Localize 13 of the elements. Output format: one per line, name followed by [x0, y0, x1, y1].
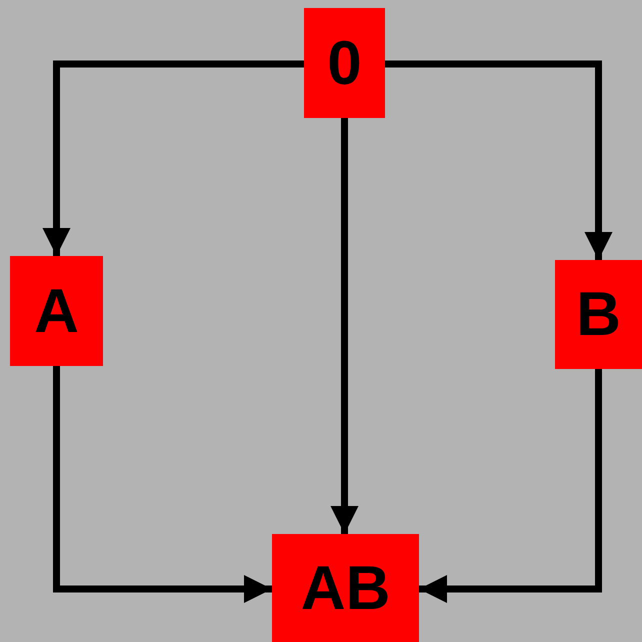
arrow — [385, 60, 612, 260]
node-box — [272, 534, 419, 642]
arrow — [419, 369, 602, 603]
node-box — [555, 260, 642, 369]
node-label: 0 — [327, 28, 362, 98]
arrow — [42, 60, 304, 256]
node-label: A — [34, 276, 79, 346]
node-box — [304, 8, 385, 118]
node-box — [10, 256, 103, 366]
node-label: B — [576, 279, 621, 350]
arrow — [330, 118, 358, 534]
arrow — [53, 366, 272, 603]
node-label: AB — [300, 552, 390, 624]
